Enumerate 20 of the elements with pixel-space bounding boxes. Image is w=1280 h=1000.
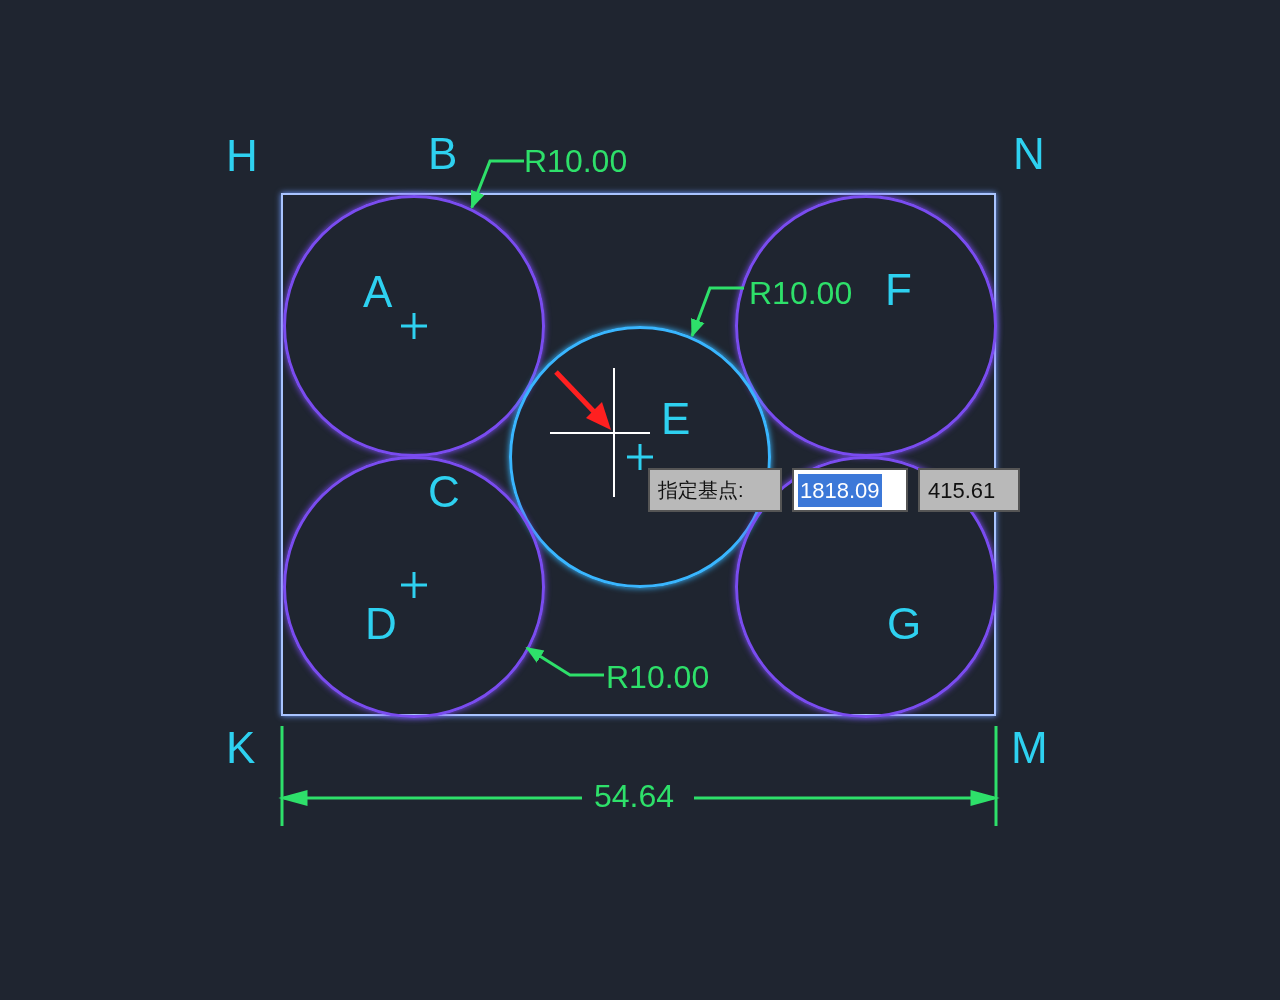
command-prompt: 指定基点: — [648, 468, 782, 512]
point-label: K — [226, 726, 256, 770]
point-label: B — [428, 132, 458, 176]
point-label: H — [226, 134, 258, 178]
circle-label: D — [365, 602, 397, 646]
circle-label: G — [887, 602, 922, 646]
radius-label: R10.00 — [524, 142, 648, 180]
circle-label: F — [885, 268, 912, 312]
leader-line — [470, 159, 524, 210]
radius-label: R10.00 — [749, 274, 873, 312]
coordinate-field: 1818.09 — [792, 468, 908, 512]
leader-line — [525, 646, 604, 677]
point-label: M — [1011, 726, 1048, 770]
circle-label: A — [363, 270, 393, 314]
radius-label: R10.00 — [606, 658, 730, 696]
point-label: N — [1013, 132, 1045, 176]
leader-line — [690, 286, 744, 338]
coordinate-field: 415.61 — [918, 468, 1020, 512]
point-label: C — [428, 470, 460, 514]
circle-label: E — [661, 397, 691, 441]
